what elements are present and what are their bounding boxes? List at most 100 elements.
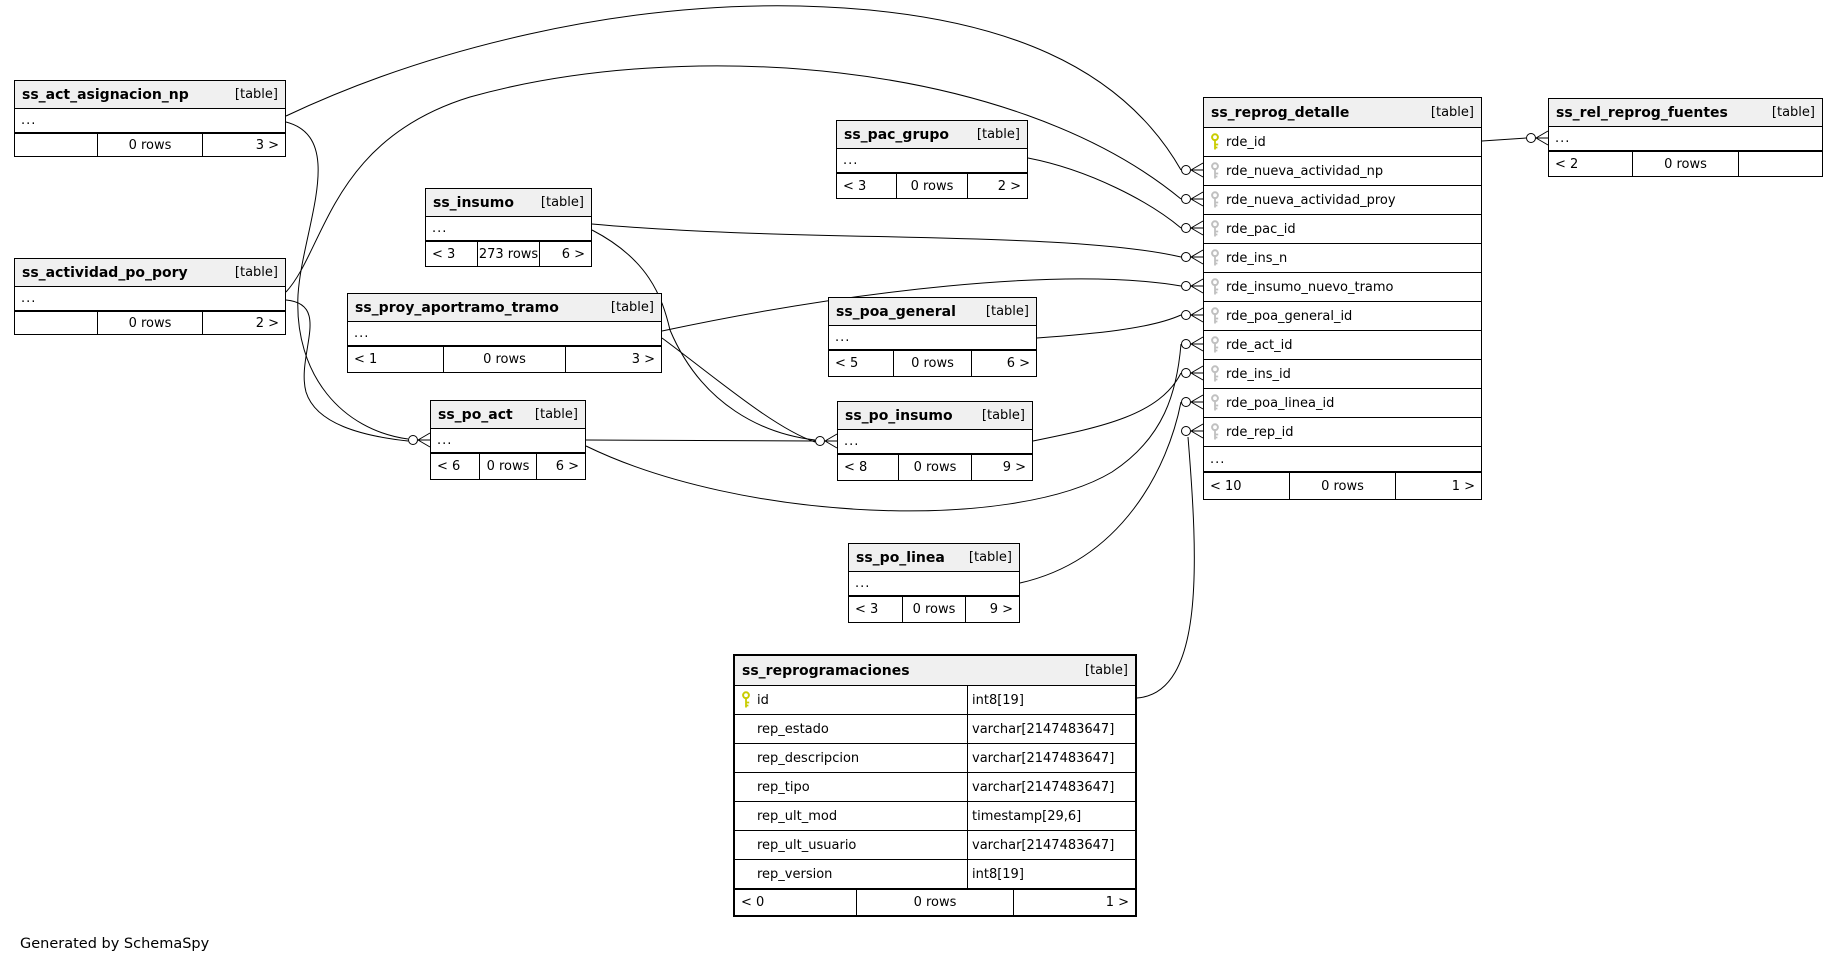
footer-parents-count: < 2: [1549, 152, 1634, 176]
table-ss_reprogramaciones: ss_reprogramaciones [table] id int8[19] rep…: [733, 654, 1137, 917]
table-title-link[interactable]: ss_reprog_detalle: [1211, 104, 1350, 121]
collapsed-columns-ellipsis: ...: [1204, 447, 1481, 472]
table-type-tag: [table]: [968, 550, 1012, 565]
column-name: rde_rep_id: [1226, 424, 1294, 440]
crowfoot-connector: [1181, 336, 1204, 352]
column-name: rde_act_id: [1226, 337, 1293, 353]
collapsed-columns-ellipsis: ...: [348, 322, 661, 346]
table-type-tag: [table]: [985, 304, 1029, 319]
fk-edge-ss_po_linea-to-ss_reprog_detalle-rde_poa_linea_id: [1019, 401, 1182, 584]
column-row-rde_pac_id: rde_pac_id: [1204, 215, 1481, 244]
footer-parents-count: < 1: [348, 347, 445, 372]
footer-children-count: 3 >: [255, 137, 280, 153]
footer-parents-count: < 6: [431, 454, 480, 479]
footer-row-count: 0 rows: [897, 174, 969, 198]
table-title-link[interactable]: ss_poa_general: [836, 303, 956, 320]
footer-row-count: 0 rows: [899, 455, 973, 480]
table-header: ss_poa_general [table]: [829, 298, 1036, 326]
column-type: timestamp[29,6]: [967, 802, 1135, 830]
column-type: int8[19]: [967, 686, 1135, 714]
foreign-key-icon: [1211, 191, 1219, 208]
table-title-link[interactable]: ss_po_insumo: [845, 407, 953, 424]
table-title-link[interactable]: ss_rel_reprog_fuentes: [1556, 104, 1728, 121]
column-row-rde_nueva_actividad_np: rde_nueva_actividad_np: [1204, 157, 1481, 186]
table-header: ss_insumo [table]: [426, 189, 591, 217]
table-title-link[interactable]: ss_po_linea: [856, 549, 945, 566]
footer-row-count: 273 rows: [478, 242, 540, 266]
crowfoot-connector: [1181, 365, 1204, 381]
table-header: ss_pac_grupo[table]: [837, 121, 1027, 149]
fk-edge-ss_proy_aportramo_tramo-to-ss_reprog_detalle-rde_insumo_nuevo_tramo: [661, 278, 1182, 332]
fk-edge-ss_poa_general-to-ss_reprog_detalle-rde_poa_general_id: [1036, 314, 1182, 339]
crowfoot-connector: [1181, 249, 1204, 265]
collapsed-columns-ellipsis: ...: [15, 109, 285, 133]
footer-parents-count: < 3: [426, 242, 479, 266]
foreign-key-icon: [1211, 220, 1219, 237]
table-header: ss_act_asignacion_np[table]: [15, 81, 285, 109]
table-title-link[interactable]: ss_po_act: [438, 406, 513, 423]
footer-row-count: 0 rows: [857, 890, 1014, 915]
column-type: varchar[2147483647]: [967, 773, 1135, 801]
foreign-key-icon: [1211, 423, 1219, 440]
collapsed-columns-ellipsis: ...: [849, 572, 1019, 596]
table-type-tag: [table]: [1084, 663, 1128, 678]
column-row-rde_id: rde_id: [1204, 128, 1481, 157]
footer-parents-count: < 5: [829, 351, 894, 376]
column-row-rep_ult_mod: rep_ult_mod timestamp[29,6]: [735, 802, 1135, 831]
table-title-link[interactable]: ss_actividad_po_pory: [22, 264, 188, 281]
crowfoot-connector: [815, 433, 838, 449]
footer-parents-count: < 3: [849, 597, 903, 622]
table-title-link[interactable]: ss_pac_grupo: [844, 126, 949, 143]
table-header: ss_actividad_po_pory[table]: [15, 259, 285, 287]
footer-children-count: 9 >: [989, 602, 1013, 617]
column-name: rde_pac_id: [1226, 221, 1296, 237]
footer-row-count: 0 rows: [444, 347, 566, 372]
footer-children-count: 2 >: [997, 178, 1021, 194]
footer-parents-count: < 3: [837, 174, 897, 198]
table-title-link[interactable]: ss_act_asignacion_np: [22, 86, 189, 103]
footer-row-count: 0 rows: [480, 454, 538, 479]
footer-children-count: 6 >: [561, 246, 585, 262]
collapsed-columns-ellipsis: ...: [829, 326, 1036, 350]
column-name: rep_ult_mod: [757, 808, 838, 824]
fk-edge-ss_actividad_po_pory-to-ss_reprog_detalle-rde_nueva_actividad_proy: [285, 65, 1182, 293]
table-title-link[interactable]: ss_proy_aportramo_tramo: [355, 299, 559, 316]
table-title-link[interactable]: ss_reprogramaciones: [742, 662, 910, 679]
footer-children-count: 9 >: [1002, 460, 1026, 475]
column-row-id: id int8[19]: [735, 686, 1135, 715]
table-type-tag: [table]: [540, 195, 584, 210]
primary-key-icon: [1211, 133, 1219, 150]
fk-edge-ss_insumo-to-ss_reprog_detalle-rde_ins_n: [591, 223, 1182, 258]
foreign-key-icon: [1211, 336, 1219, 353]
footer-children-count: 2 >: [255, 315, 280, 331]
table-header: ss_rel_reprog_fuentes[table]: [1549, 99, 1822, 127]
fk-edge-ss_po_act-to-ss_po_insumo: [585, 439, 816, 442]
crowfoot-connector: [1181, 191, 1204, 207]
column-row-rde_insumo_nuevo_tramo: rde_insumo_nuevo_tramo: [1204, 273, 1481, 302]
column-name: rde_insumo_nuevo_tramo: [1226, 279, 1394, 295]
column-name: rde_poa_linea_id: [1226, 395, 1335, 411]
column-row-rde_rep_id: rde_rep_id: [1204, 418, 1481, 447]
footer-row-count: 0 rows: [1290, 473, 1397, 499]
table-footer: 0 rows 2 >: [15, 311, 285, 334]
footer-children-count: 1 >: [1451, 478, 1475, 494]
footer-parents-count: < 0: [735, 890, 858, 915]
fk-edge-ss_insumo-to-ss_po_insumo: [591, 229, 816, 441]
foreign-key-icon: [1211, 162, 1219, 179]
column-name: rep_tipo: [757, 779, 810, 795]
footer-parents-count: < 8: [838, 455, 899, 480]
fk-edge-ss_po_act-to-ss_reprog_detalle-rde_act_id: [585, 343, 1182, 512]
footer-children-count: 1 >: [1105, 895, 1129, 910]
column-name: id: [757, 692, 769, 708]
footer-row-count: 0 rows: [98, 312, 203, 334]
column-name: rde_poa_general_id: [1226, 308, 1353, 324]
table-title-link[interactable]: ss_insumo: [433, 194, 514, 211]
